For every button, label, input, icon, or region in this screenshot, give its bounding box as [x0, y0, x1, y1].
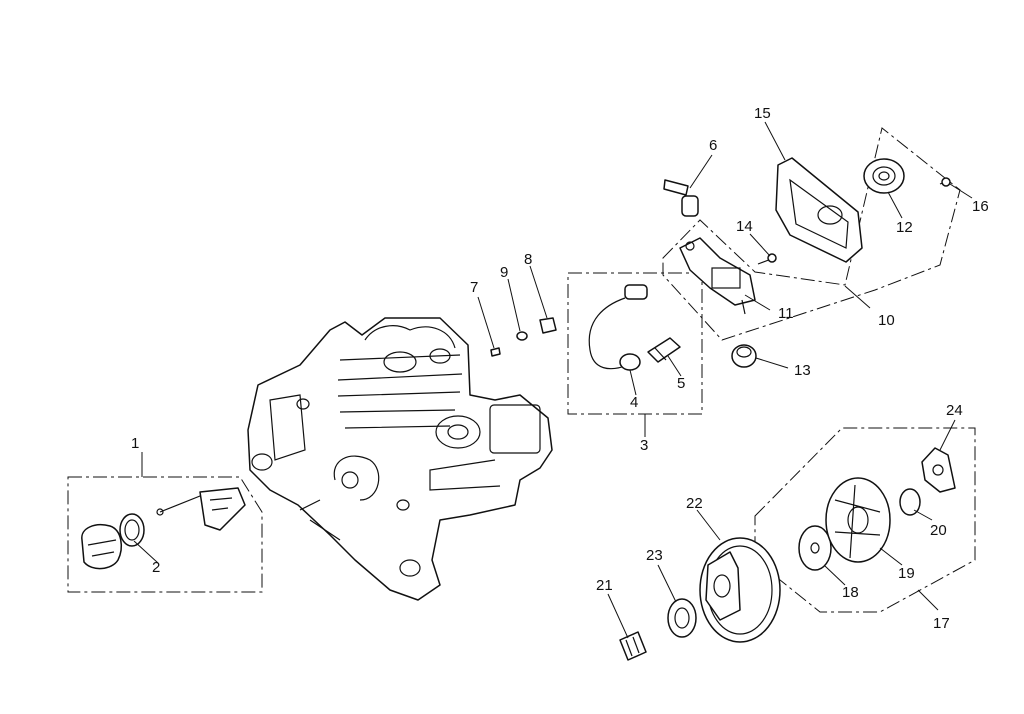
cap-gasket-2: [119, 513, 145, 547]
callout-2: 2: [152, 559, 160, 576]
circlip-7: [490, 347, 501, 357]
callout-10: 10: [878, 312, 895, 329]
fitting-5: [647, 337, 681, 363]
callout-labels: 1 2 3 4 5 6 7 8 9 10 11 12 13 14 15 16 1…: [131, 105, 989, 632]
callout-17: 17: [933, 615, 950, 632]
bushing-13: [731, 344, 757, 368]
screw-14: [757, 253, 777, 265]
rim-sprocket-23: [667, 598, 697, 638]
sprocket-drum-22: [699, 537, 781, 643]
callout-1: 1: [131, 435, 139, 452]
callout-21: 21: [596, 577, 613, 594]
callout-8: 8: [524, 251, 532, 268]
callout-11: 11: [778, 305, 794, 322]
engine-crankcase: [247, 317, 553, 601]
oil-pickup-filter: [156, 487, 246, 531]
callout-22: 22: [686, 495, 703, 512]
clutch-hub-24: [921, 447, 956, 493]
oil-pump-11: [679, 237, 756, 315]
callout-14: 14: [736, 218, 753, 235]
callout-4: 4: [630, 394, 638, 411]
callout-16: 16: [972, 198, 989, 215]
leader-lines: [133, 121, 973, 639]
callout-18: 18: [842, 584, 859, 601]
oil-tank-cap: [81, 524, 123, 570]
callout-20: 20: [930, 522, 947, 539]
cover-plate-15: [775, 157, 863, 263]
callout-5: 5: [677, 375, 685, 392]
worm-gear-12: [863, 158, 905, 194]
callout-9: 9: [500, 264, 508, 281]
bolt-6: [663, 179, 699, 217]
callout-3: 3: [640, 437, 648, 454]
callout-12: 12: [896, 219, 913, 236]
oil-hose-4: [588, 284, 648, 371]
callout-13: 13: [794, 362, 811, 379]
callout-24: 24: [946, 402, 963, 419]
screw-16: [939, 177, 951, 187]
callout-19: 19: [898, 565, 915, 582]
callout-7: 7: [470, 279, 478, 296]
callout-15: 15: [754, 105, 771, 122]
group-outline-3: [567, 272, 703, 415]
washer-9: [516, 331, 528, 341]
needle-bearing-21: [619, 631, 647, 661]
callout-23: 23: [646, 547, 663, 564]
group-outline-1: [67, 476, 263, 593]
nut-8: [539, 317, 557, 334]
clutch-spring-20: [899, 488, 921, 516]
callout-6: 6: [709, 137, 717, 154]
clutch-washer-18: [798, 525, 832, 571]
clutch-shoes-19: [825, 477, 891, 563]
